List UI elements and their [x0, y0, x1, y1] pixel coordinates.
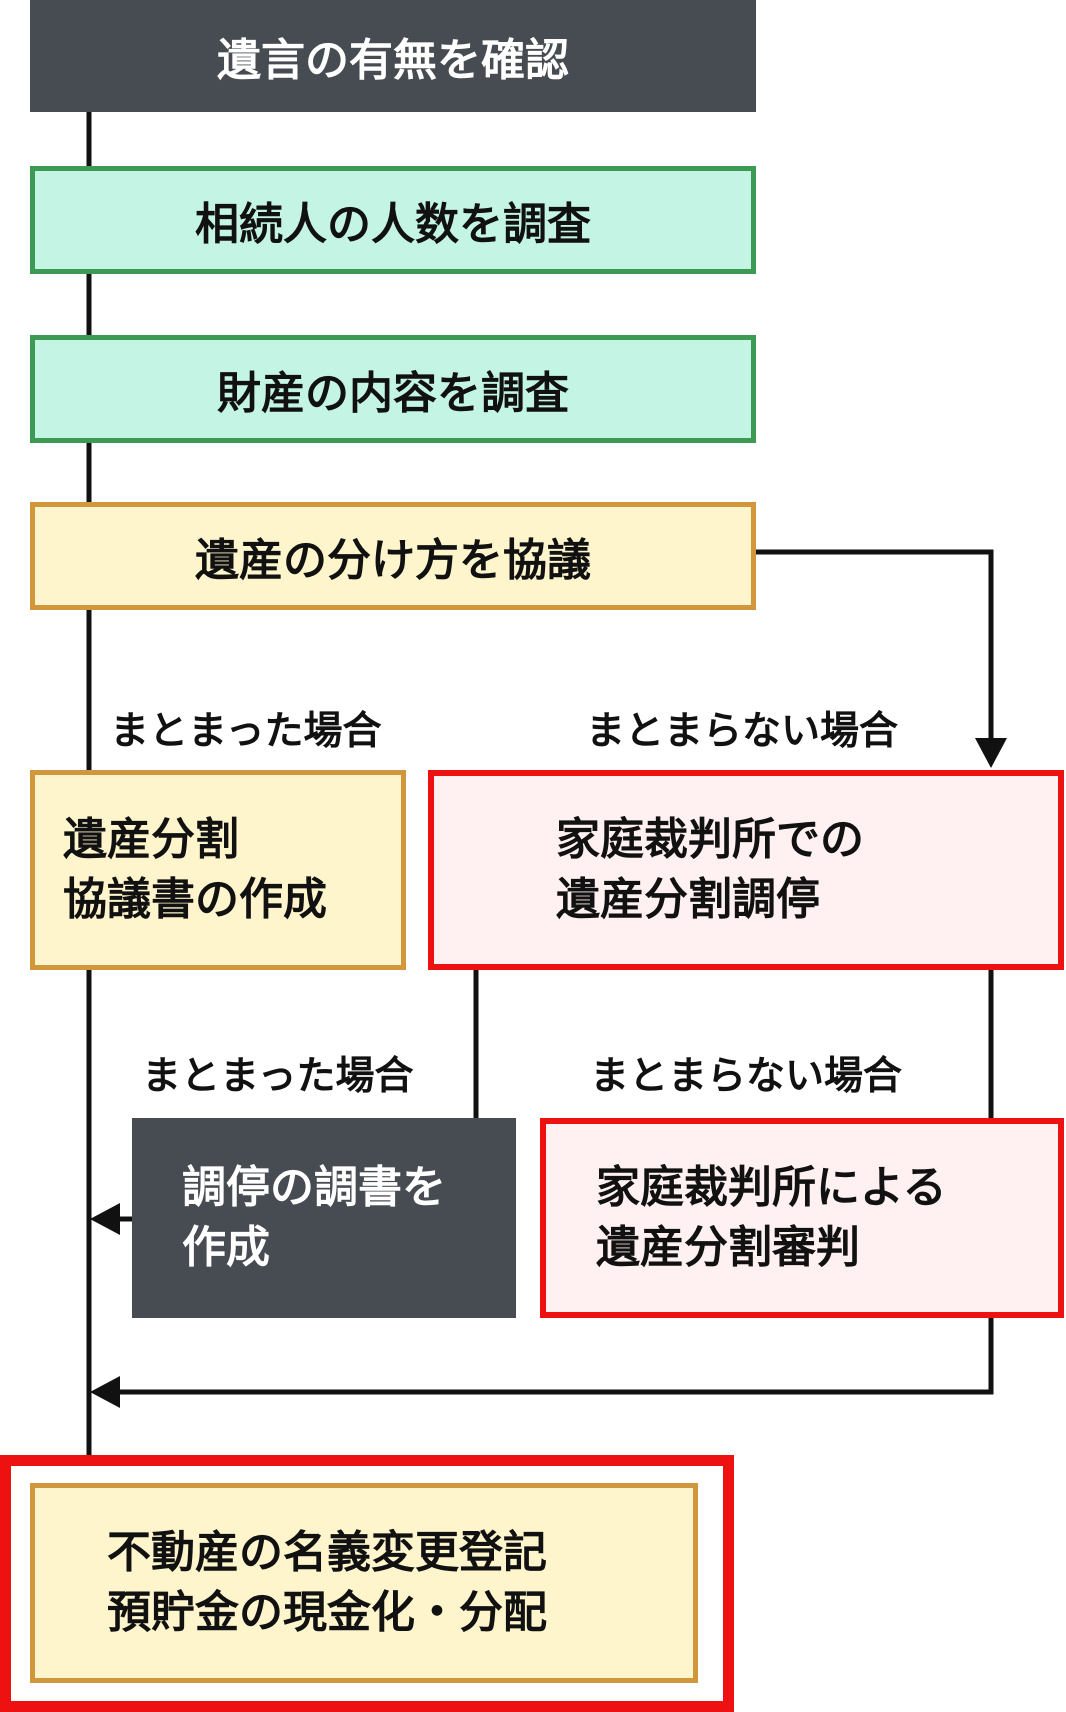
step-agreement-doc-label: 遺産分割 協議書の作成: [63, 814, 327, 925]
record-to-spine-arrowhead: [90, 1203, 120, 1235]
step-final: 不動産の名義変更登記 預貯金の現金化・分配: [30, 1483, 698, 1683]
step-mediation: 家庭裁判所での 遺産分割調停: [428, 770, 1064, 970]
step-agreement-doc: 遺産分割 協議書の作成: [30, 770, 406, 970]
label-agreed-1: まとまった場合: [110, 709, 382, 754]
step-discuss: 遺産の分け方を協議: [30, 502, 756, 610]
not-agreed-connector-1: [756, 549, 994, 742]
step-heirs: 相続人の人数を調査: [30, 166, 756, 274]
not-agreed-arrowhead-1: [975, 738, 1007, 768]
step-assets-label: 財産の内容を調査: [217, 368, 569, 419]
step-check-will: 遺言の有無を確認: [30, 0, 756, 112]
step-mediation-record-label: 調停の調書を 作成: [182, 1162, 446, 1273]
step-adjudication-label: 家庭裁判所による 遺産分割審判: [596, 1162, 947, 1273]
step-assets: 財産の内容を調査: [30, 335, 756, 443]
step-adjudication: 家庭裁判所による 遺産分割審判: [540, 1118, 1064, 1318]
adjudication-to-spine-line: [118, 1318, 994, 1395]
step-final-label: 不動産の名義変更登記 預貯金の現金化・分配: [107, 1527, 547, 1638]
step-check-will-label: 遺言の有無を確認: [217, 35, 569, 86]
adjudication-to-spine-arrowhead: [90, 1376, 120, 1408]
step-mediation-record: 調停の調書を 作成: [132, 1118, 516, 1318]
step-heirs-label: 相続人の人数を調査: [195, 199, 591, 250]
step-discuss-label: 遺産の分け方を協議: [195, 535, 591, 586]
label-not-agreed-2: まとまらない場合: [590, 1054, 903, 1099]
label-agreed-2: まとまった場合: [142, 1054, 414, 1099]
label-not-agreed-1: まとまらない場合: [586, 709, 899, 754]
step-mediation-label: 家庭裁判所での 遺産分割調停: [556, 814, 864, 925]
